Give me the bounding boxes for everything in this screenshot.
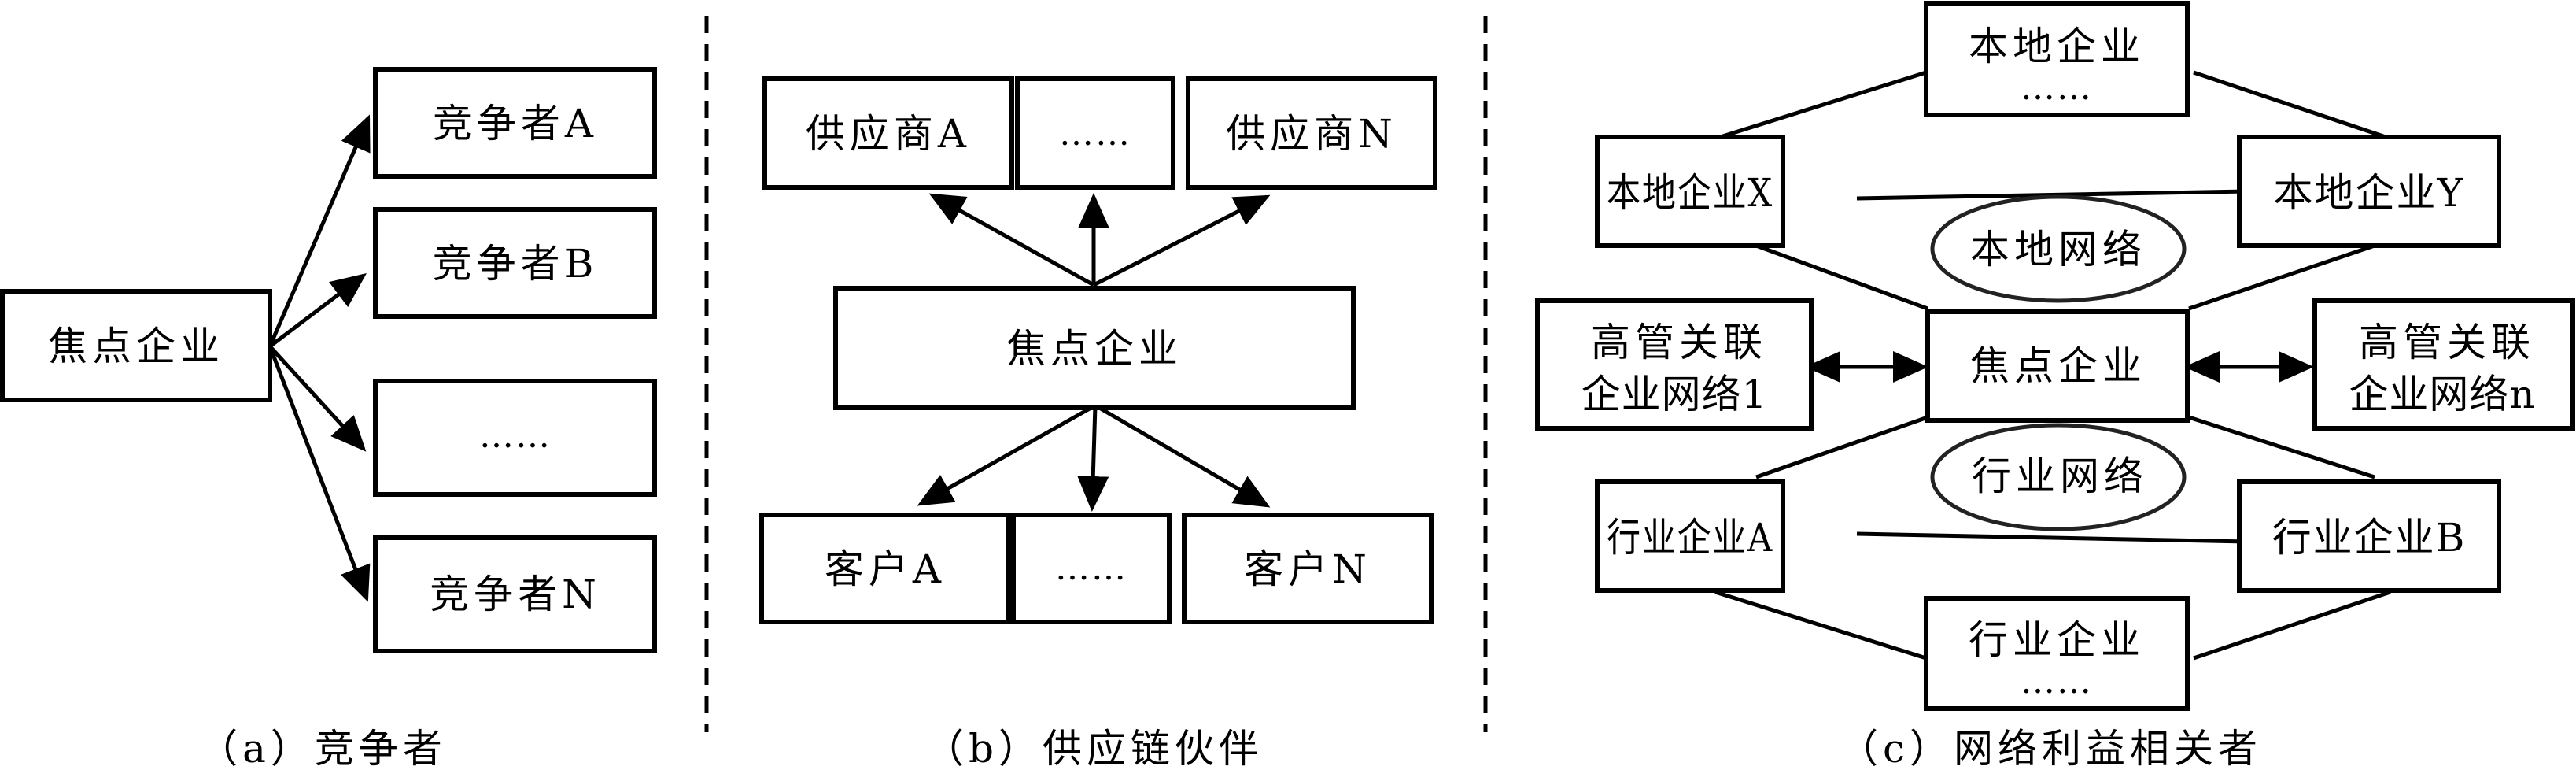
local-firm-x-box: 本地企业X: [1595, 135, 1785, 248]
industry-network-label: 行业网络: [1972, 453, 2148, 499]
panel-a-competitors: 焦点企业 竞争者A 竞争者B …… 竞争者N （a）竞争者: [0, 67, 657, 772]
local-firm-x-label: 本地企业X: [1607, 170, 1773, 216]
local-network-label: 本地网络: [1970, 227, 2146, 272]
focal-firm-box: 焦点企业: [1925, 309, 2190, 423]
supplier-n-label: 供应商N: [1226, 111, 1397, 157]
customer-a-label: 客户A: [825, 546, 946, 592]
customer-ellipsis-label: ……: [1055, 548, 1127, 588]
industry-firm-b-label: 行业企业B: [2272, 515, 2467, 561]
panel-b-supply-chain: 供应商A …… 供应商N 焦点企业 客户A …… 客户N （b）供应链伙伴: [759, 76, 1437, 772]
exec-network-right-box: 高管关联 企业网络n: [2312, 298, 2575, 431]
arrow-to-customer-n: [1094, 403, 1271, 508]
competitor-a-box: 竞争者A: [373, 67, 657, 179]
link-focal-industry-b: [2188, 415, 2375, 479]
arrow-to-competitor-ellipsis: [268, 345, 367, 452]
industry-firms-bottom-label: 行业企业: [1969, 617, 2145, 663]
local-network-ellipse: 本地网络: [1930, 194, 2187, 303]
link-y-focal: [2188, 243, 2375, 311]
competitor-n-box: 竞争者N: [373, 535, 657, 653]
focal-firm-label: 焦点企业: [1970, 343, 2146, 389]
competitor-ellipsis-label: ……: [479, 416, 552, 456]
link-x-y: [1856, 189, 2248, 201]
arrow-to-customer-ellipsis: [1077, 405, 1109, 512]
local-firm-y-box: 本地企业Y: [2237, 135, 2501, 248]
link-focal-industry-a: [1755, 415, 1928, 479]
exec-network-left-line2: 企业网络1: [1581, 372, 1768, 417]
customer-ellipsis-box: ……: [1011, 513, 1172, 624]
customer-n-label: 客户N: [1244, 546, 1371, 592]
supplier-ellipsis-box: ……: [1015, 76, 1175, 190]
customer-a-box: 客户A: [759, 513, 1011, 624]
industry-firms-bottom-box: 行业企业 ……: [1924, 596, 2190, 711]
industry-firm-a-box: 行业企业A: [1595, 479, 1785, 593]
caption-a: （a）竞争者: [198, 726, 447, 772]
local-firms-top-label: 本地企业: [1969, 24, 2145, 69]
arrow-to-competitor-n: [268, 346, 371, 602]
arrow-to-competitor-a: [268, 114, 371, 347]
link-industry-a-b: [1856, 531, 2248, 544]
focal-firm-box: 焦点企业: [0, 289, 272, 402]
industry-firms-bottom-ellipsis: ……: [2021, 661, 2093, 701]
caption-c: （c）网络利益相关者: [1839, 726, 2262, 772]
focal-firm-label: 焦点企业: [48, 324, 224, 369]
link-industry-b-bottombox: [2193, 590, 2391, 661]
industry-network-ellipse: 行业网络: [1930, 423, 2187, 531]
exec-network-right-line2: 企业网络n: [2349, 372, 2535, 417]
arrow-to-supplier-n: [1092, 194, 1271, 287]
industry-firm-b-box: 行业企业B: [2237, 479, 2501, 593]
link-topbox-x: [1714, 70, 1927, 141]
link-x-focal: [1755, 243, 1928, 311]
local-firms-top-box: 本地企业 ……: [1924, 1, 2190, 117]
caption-b: （b）供应链伙伴: [924, 726, 1263, 772]
panel-c-network-stakeholders: 本地企业 …… 本地企业X 本地企业Y 本地网络 高管关联 企业网络1 焦点企业…: [1535, 1, 2575, 772]
link-topbox-y: [2193, 70, 2391, 141]
arrow-to-competitor-b: [268, 272, 367, 348]
customer-n-box: 客户N: [1182, 513, 1434, 624]
arrow-to-customer-a: [917, 403, 1097, 506]
supplier-a-box: 供应商A: [762, 76, 1014, 190]
focal-firm-label: 焦点企业: [1006, 326, 1183, 372]
industry-firm-a-label: 行业企业A: [1607, 515, 1773, 561]
competitor-a-label: 竞争者A: [433, 101, 598, 146]
competitor-n-label: 竞争者N: [430, 572, 601, 617]
supplier-a-label: 供应商A: [806, 111, 971, 157]
exec-network-left-box: 高管关联 企业网络1: [1535, 298, 1814, 431]
exec-network-left-line1: 高管关联: [1591, 320, 1767, 365]
exec-network-right-line1: 高管关联: [2359, 320, 2535, 365]
supplier-n-box: 供应商N: [1186, 76, 1437, 190]
focal-firm-box: 焦点企业: [833, 286, 1356, 410]
arrow-to-supplier-a: [928, 193, 1095, 287]
local-firm-y-label: 本地企业Y: [2273, 170, 2464, 216]
competitor-ellipsis-box: ……: [373, 379, 657, 497]
competitor-b-label: 竞争者B: [433, 241, 599, 287]
local-firms-top-ellipsis: ……: [2021, 68, 2093, 108]
link-industry-a-bottombox: [1714, 590, 1927, 661]
competitor-b-box: 竞争者B: [373, 207, 657, 319]
supplier-ellipsis-label: ……: [1059, 113, 1131, 154]
